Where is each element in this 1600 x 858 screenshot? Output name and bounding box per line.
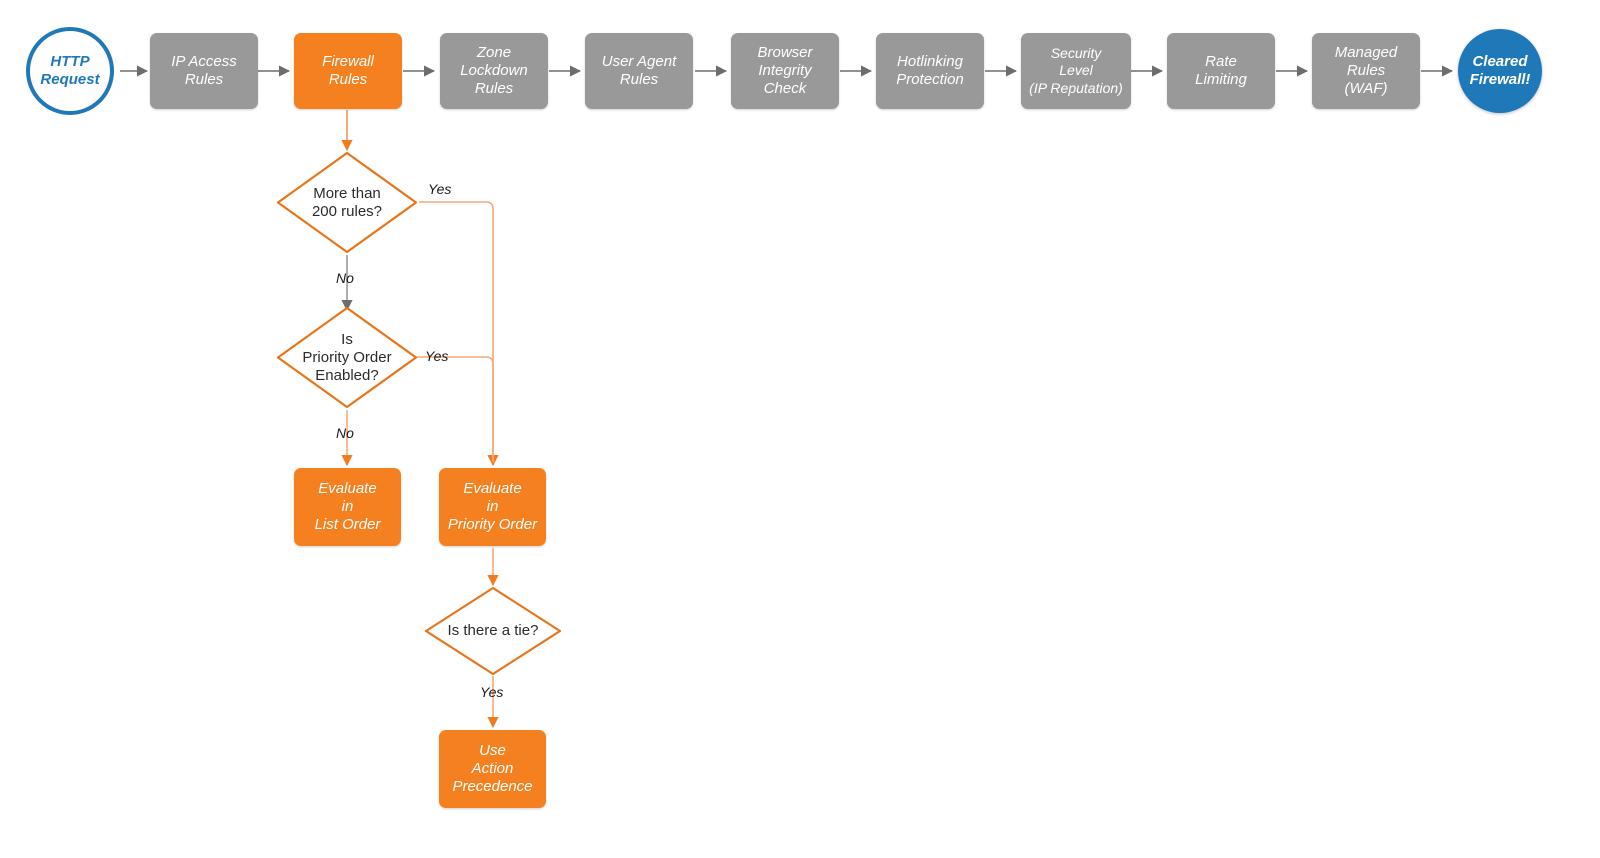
- node-ip-access-rules-label: IP Access Rules: [171, 52, 237, 88]
- node-evaluate-in-priority-order[interactable]: Evaluate in Priority Order: [439, 468, 546, 546]
- edge-decision1-yes-to-priority-order: [419, 201, 499, 467]
- node-browser-integrity-check[interactable]: Browser Integrity Check: [731, 33, 839, 109]
- node-cleared-firewall[interactable]: Cleared Firewall!: [1458, 29, 1542, 113]
- edge-decision2-yes-to-priority-order: [417, 356, 494, 462]
- node-evaluate-in-priority-order-label: Evaluate in Priority Order: [447, 479, 538, 534]
- node-security-level-label: Security Level (IP Reputation): [1029, 45, 1123, 96]
- node-hotlinking-protection[interactable]: Hotlinking Protection: [876, 33, 984, 109]
- diamond-shape: [276, 151, 418, 254]
- node-rate-limiting[interactable]: Rate Limiting: [1167, 33, 1275, 109]
- node-evaluate-in-list-order[interactable]: Evaluate in List Order: [294, 468, 401, 546]
- node-user-agent-rules[interactable]: User Agent Rules: [585, 33, 693, 109]
- node-evaluate-in-list-order-label: Evaluate in List Order: [314, 479, 381, 534]
- diamond-shape: [424, 586, 562, 676]
- node-http-request[interactable]: HTTP Request: [26, 27, 114, 115]
- node-is-priority-order-enabled-label: Is Priority Order Enabled?: [302, 330, 392, 384]
- edge-label-tie-yes: Yes: [480, 684, 504, 700]
- node-is-priority-order-enabled[interactable]: Is Priority Order Enabled?: [275, 305, 419, 410]
- node-zone-lockdown-rules[interactable]: Zone Lockdown Rules: [440, 33, 548, 109]
- edge-label-decision2-yes: Yes: [425, 348, 449, 364]
- node-browser-integrity-check-label: Browser Integrity Check: [757, 43, 813, 98]
- edge-label-decision1-no: No: [336, 270, 354, 286]
- node-firewall-rules[interactable]: Firewall Rules: [294, 33, 402, 109]
- node-is-there-a-tie[interactable]: Is there a tie?: [423, 585, 563, 677]
- node-is-there-a-tie-label: Is there a tie?: [447, 622, 539, 639]
- node-use-action-precedence-label: Use Action Precedence: [452, 741, 533, 796]
- node-more-than-200-rules[interactable]: More than 200 rules?: [275, 150, 419, 255]
- edge-label-decision1-yes: Yes: [428, 181, 452, 197]
- node-ip-access-rules[interactable]: IP Access Rules: [150, 33, 258, 109]
- edge-label-decision2-no: No: [336, 425, 354, 441]
- node-security-level[interactable]: Security Level (IP Reputation): [1021, 33, 1131, 109]
- node-user-agent-rules-label: User Agent Rules: [601, 52, 677, 88]
- node-rate-limiting-label: Rate Limiting: [1195, 52, 1247, 88]
- diamond-shape: [276, 306, 418, 409]
- node-more-than-200-rules-label: More than 200 rules?: [311, 184, 383, 220]
- node-http-request-label: HTTP Request: [40, 52, 100, 88]
- node-hotlinking-protection-label: Hotlinking Protection: [896, 52, 964, 88]
- node-managed-rules-waf[interactable]: Managed Rules (WAF): [1312, 33, 1420, 109]
- node-firewall-rules-label: Firewall Rules: [322, 52, 374, 88]
- node-use-action-precedence[interactable]: Use Action Precedence: [439, 730, 546, 808]
- node-zone-lockdown-rules-label: Zone Lockdown Rules: [460, 43, 528, 98]
- node-cleared-firewall-label: Cleared Firewall!: [1469, 52, 1531, 88]
- node-managed-rules-waf-label: Managed Rules (WAF): [1334, 43, 1398, 98]
